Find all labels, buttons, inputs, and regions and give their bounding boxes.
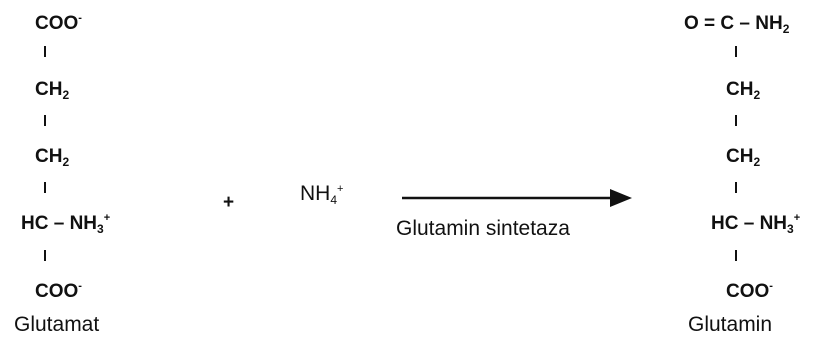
ammonium-ion: NH4+: [300, 182, 344, 207]
glutamate-bond-4: [44, 250, 46, 261]
glutamate-ch2-a: CH2: [35, 79, 70, 102]
glutamine-bond-1: [735, 46, 737, 57]
glutamine-bond-4: [735, 250, 737, 261]
plus-sign: +: [223, 192, 235, 213]
glutamate-bond-2: [44, 115, 46, 126]
enzyme-label: Glutamin sintetaza: [396, 217, 570, 240]
glutamine-bond-3: [735, 182, 737, 193]
glutamate-bond-1: [44, 46, 46, 57]
glutamine-bond-2: [735, 115, 737, 126]
glutamine-ch2-b: CH2: [726, 146, 761, 169]
glutamine-coo-bottom: COO-: [726, 280, 773, 302]
glutamine-amide: O = C – NH2: [684, 13, 790, 36]
arrow-head: [610, 189, 632, 207]
glutamine-name: Glutamin: [688, 313, 773, 336]
glutamate-bond-3: [44, 182, 46, 193]
glutamine-ch2-a: CH2: [726, 79, 761, 102]
glutamine-hc-nh3: HC – NH3+: [711, 212, 801, 236]
glutamate-hc-nh3: HC – NH3+: [21, 212, 111, 236]
glutamate-coo-top: COO-: [35, 12, 82, 34]
glutamate-coo-bottom: COO-: [35, 280, 82, 302]
glutamate-name: Glutamat: [14, 313, 100, 336]
glutamate-ch2-b: CH2: [35, 146, 70, 169]
